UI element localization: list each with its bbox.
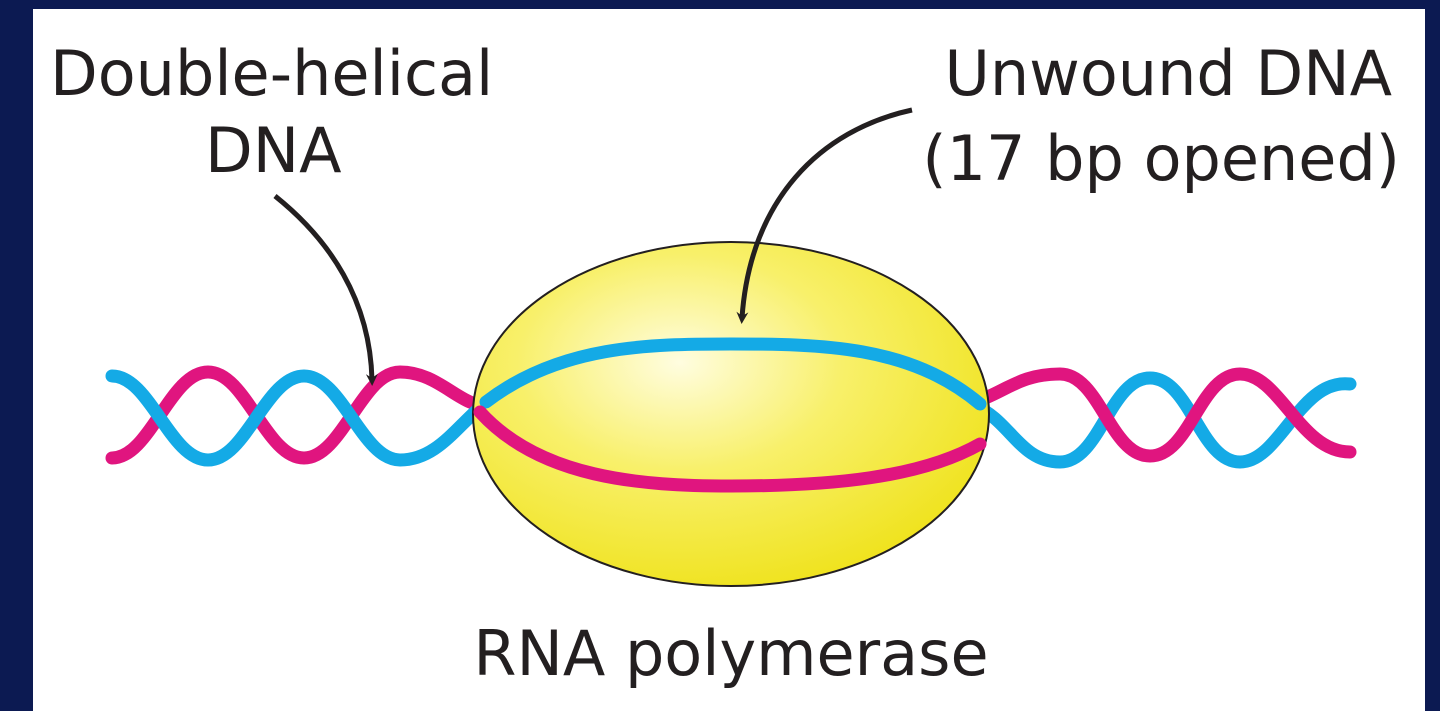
unwound-dna-label-line1: Unwound DNA <box>944 37 1392 110</box>
rna-polymerase-label: RNA polymerase <box>473 617 988 690</box>
unwound-dna-bubble <box>473 337 987 493</box>
right-double-helix <box>968 367 1357 469</box>
rna-polymerase-shape <box>472 241 990 587</box>
double-helix-label-line2: DNA <box>205 114 342 187</box>
unwound-dna-label-line2: (17 bp opened) <box>922 122 1400 195</box>
left-helix-blue-strand <box>105 369 497 467</box>
unwound-blue-strand <box>479 337 987 411</box>
left-helix-pink-strand <box>105 365 497 465</box>
right-helix-blue-strand <box>968 371 1357 469</box>
unwound-pink-strand <box>473 405 987 493</box>
double-helix-pointer-arrow <box>273 194 378 386</box>
unwound-dna-pointer-arrow <box>736 107 913 324</box>
left-double-helix <box>105 365 497 467</box>
right-helix-pink-strand <box>968 367 1357 463</box>
double-helix-label-line1: Double-helical <box>50 37 493 110</box>
